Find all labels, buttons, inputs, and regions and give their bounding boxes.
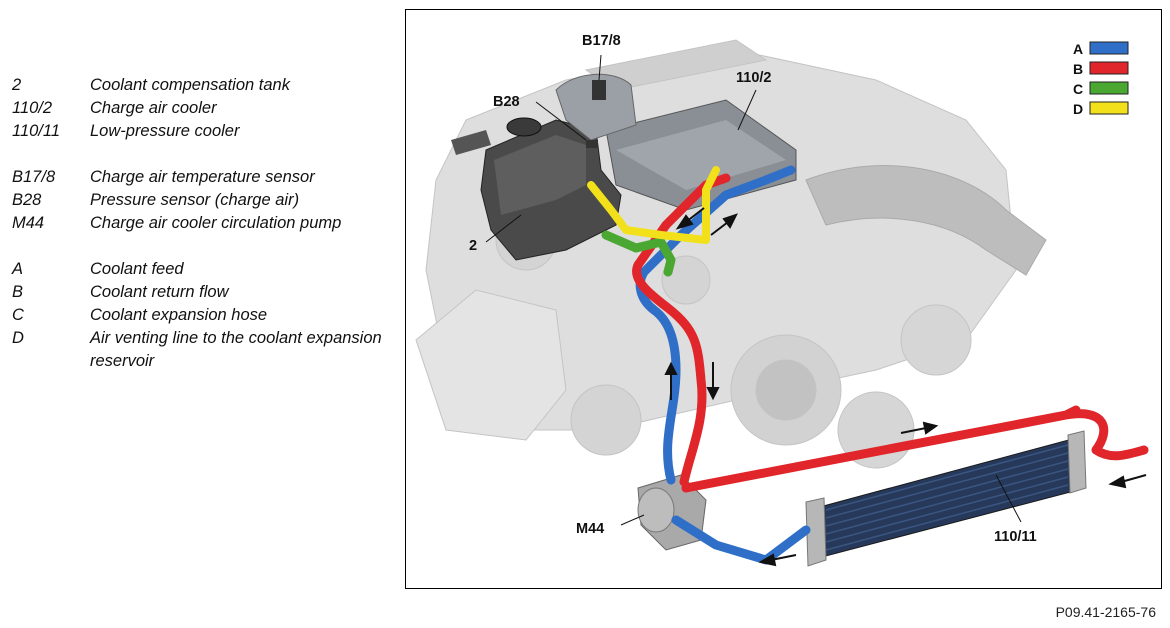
legend-row: 110/11 Low-pressure cooler — [12, 120, 392, 143]
callout-110-11: 110/11 — [994, 529, 1037, 545]
coolant-expansion-hose — [601, 230, 676, 277]
legend-text: Pressure sensor (charge air) — [90, 191, 300, 209]
legend-group-components: 2 Coolant compensation tank 110/2 Charge… — [12, 74, 392, 143]
component-legend: 2 Coolant compensation tank 110/2 Charge… — [12, 74, 392, 396]
legend-code: D — [12, 329, 24, 347]
callout-110-2: 110/2 — [736, 70, 772, 86]
legend-text: Charge air cooler — [90, 99, 217, 117]
callout-b28: B28 — [493, 94, 520, 110]
legend-text: Air venting line to the coolant expansio… — [90, 329, 382, 370]
legend-code: B17/8 — [12, 168, 56, 186]
legend-code: 110/11 — [12, 122, 61, 140]
arrow-left-icon — [1108, 475, 1127, 489]
legend-text: Low-pressure cooler — [90, 122, 240, 140]
diagram-frame: B17/8 B28 110/2 2 M44 110/11 A B C D — [405, 9, 1162, 589]
legend-code: 110/2 — [12, 99, 53, 117]
intake-duct — [805, 165, 1047, 276]
flow-arrows — [664, 207, 1147, 567]
legend-row: D Air venting line to the coolant expans… — [12, 327, 392, 373]
color-key-letter: A — [1073, 41, 1083, 57]
figure-id: P09.41-2165-76 — [1055, 604, 1156, 620]
coolant-lines — [587, 165, 1149, 565]
arrow-left-icon — [758, 553, 777, 567]
legend-code: A — [12, 260, 24, 278]
legend-row: M44 Charge air cooler circulation pump — [12, 212, 392, 235]
legend-row: 2 Coolant compensation tank — [12, 74, 392, 97]
callout-b17-8: B17/8 — [582, 33, 621, 49]
color-key-swatch — [1089, 101, 1129, 115]
legend-group-lines: A Coolant feed B Coolant return flow C C… — [12, 258, 392, 373]
color-key-swatch — [1089, 61, 1129, 75]
air-venting-line — [587, 166, 720, 244]
legend-row: A Coolant feed — [12, 258, 392, 281]
arrow-right-icon — [922, 421, 939, 435]
engine-coolant-diagram: B17/8 B28 110/2 2 M44 110/11 A B C D — [415, 33, 1149, 567]
legend-row: B Coolant return flow — [12, 281, 392, 304]
legend-code: B — [12, 283, 24, 301]
legend-text: Charge air cooler circulation pump — [90, 214, 342, 232]
legend-row: C Coolant expansion hose — [12, 304, 392, 327]
arrow-down-icon — [706, 387, 720, 401]
legend-code: 2 — [12, 76, 22, 94]
legend-code: B28 — [12, 191, 42, 209]
callout-m44: M44 — [576, 521, 604, 537]
coolant-compensation-tank — [451, 117, 622, 261]
b17-8-sensor-icon — [592, 80, 606, 100]
legend-text: Coolant return flow — [90, 283, 229, 301]
b28-sensor-icon — [586, 140, 598, 148]
arrow-up-right-icon — [722, 213, 738, 229]
legend-text: Coolant expansion hose — [90, 306, 268, 324]
legend-group-sensors: B17/8 Charge air temperature sensor B28 … — [12, 166, 392, 235]
leader-lines — [485, 54, 1022, 526]
legend-text: Coolant feed — [90, 260, 184, 278]
color-key-letter: D — [1073, 101, 1083, 117]
color-key-letter: C — [1073, 81, 1083, 97]
legend-row: 110/2 Charge air cooler — [12, 97, 392, 120]
color-key-swatch — [1089, 81, 1129, 95]
arrow-up-icon — [664, 361, 678, 375]
line-color-key: A B C D — [1073, 41, 1129, 117]
color-key-letter: B — [1073, 61, 1083, 77]
legend-code: C — [12, 306, 24, 324]
coolant-return-line — [632, 173, 1149, 493]
legend-code: M44 — [12, 214, 45, 232]
low-pressure-cooler — [805, 430, 1087, 567]
legend-row: B28 Pressure sensor (charge air) — [12, 189, 392, 212]
arrow-down-left-icon — [675, 214, 694, 230]
legend-text: Coolant compensation tank — [90, 76, 290, 94]
legend-row: B17/8 Charge air temperature sensor — [12, 166, 392, 189]
legend-text: Charge air temperature sensor — [90, 168, 315, 186]
callout-2: 2 — [469, 238, 477, 254]
color-key-swatch — [1089, 41, 1129, 55]
